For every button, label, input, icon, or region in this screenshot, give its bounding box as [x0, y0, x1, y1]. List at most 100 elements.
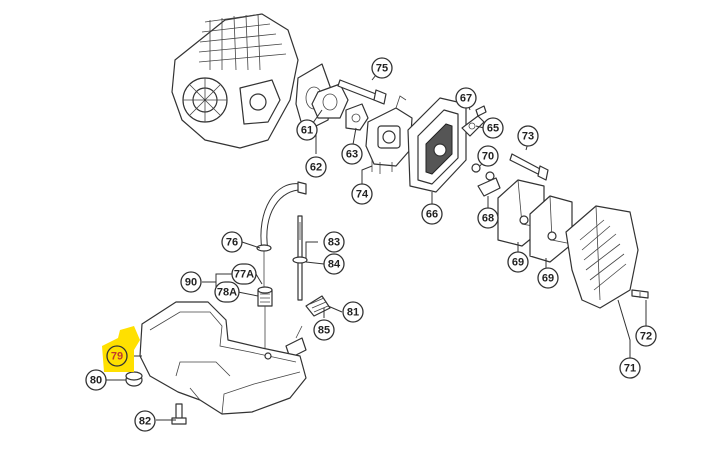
element-69b — [529, 195, 573, 263]
callout-label: 80 — [90, 375, 102, 387]
callout-label: 77A — [234, 269, 254, 281]
callout-73: 73 — [517, 125, 539, 147]
callout-label: 83 — [328, 237, 340, 249]
callout-label: 78A — [217, 287, 237, 299]
callout-circle — [134, 410, 156, 432]
callout-circle — [421, 203, 443, 225]
callout-84: 84 — [323, 253, 345, 275]
callout-label: 79 — [111, 351, 123, 363]
screw-67 — [475, 105, 487, 117]
callout-label: 68 — [482, 213, 494, 225]
callout-68: 68 — [477, 207, 499, 229]
cushion-80 — [125, 371, 143, 387]
callout-circle — [342, 301, 364, 323]
callout-circle — [296, 119, 318, 141]
callout-label: 62 — [310, 162, 322, 174]
callout-label: 85 — [318, 325, 330, 337]
callout-circle — [635, 325, 657, 347]
gasket-63 — [345, 103, 369, 131]
callout-81: 81 — [342, 301, 364, 323]
fuel-filter-78a — [257, 286, 273, 350]
callout-label: 63 — [346, 149, 358, 161]
callout-circle — [517, 125, 539, 147]
callout-label: 76 — [226, 237, 238, 249]
nut-70 — [471, 163, 495, 181]
leader-lines — [106, 69, 647, 421]
callout-85: 85 — [313, 319, 335, 341]
callout-circle — [477, 145, 499, 167]
callout-group: 61 62 63 65 66 67 68 69 69 70 71 72 73 74 75 76 77A 78A 79… — [85, 57, 657, 432]
screw-72 — [631, 289, 649, 299]
callout-label: 69 — [542, 273, 554, 285]
callout-61: 61 — [296, 119, 318, 141]
bolt-73 — [509, 153, 549, 181]
callout-69b: 69 — [537, 267, 559, 289]
callout-90: 90 — [180, 271, 202, 293]
callout-63: 63 — [341, 143, 363, 165]
callout-circle — [323, 231, 345, 253]
callout-78A: 78A — [214, 281, 240, 303]
callout-65: 65 — [482, 117, 504, 139]
callout-77A: 77A — [231, 263, 257, 285]
callout-circle — [106, 345, 128, 367]
callout-label: 84 — [328, 259, 341, 271]
callout-74: 74 — [351, 183, 373, 205]
callout-label: 70 — [482, 151, 494, 163]
callout-circle — [507, 251, 529, 273]
engine-block — [171, 13, 299, 149]
callout-71: 71 — [619, 357, 641, 379]
cap-81 — [305, 295, 331, 317]
callout-circle — [371, 57, 393, 79]
bolt-75 — [337, 79, 387, 105]
callout-label: 69 — [512, 257, 524, 269]
callout-circle — [351, 183, 373, 205]
callout-label: 71 — [624, 363, 636, 375]
callout-label: 75 — [376, 63, 388, 75]
bolt-82 — [171, 403, 187, 425]
callout-circle — [313, 319, 335, 341]
callout-circle — [323, 253, 345, 275]
callout-67: 67 — [455, 87, 477, 109]
cover-71 — [565, 205, 639, 309]
fuel-pipe — [256, 181, 307, 300]
callout-circle — [221, 231, 243, 253]
air-cleaner-case-66 — [407, 97, 467, 193]
callout-circle — [455, 87, 477, 109]
callout-69a: 69 — [507, 251, 529, 273]
callout-75: 75 — [371, 57, 393, 79]
callout-label: 61 — [301, 125, 313, 137]
callout-62: 62 — [305, 156, 327, 178]
callout-label: 67 — [460, 93, 472, 105]
callout-circle — [341, 143, 363, 165]
callout-label: 90 — [185, 277, 197, 289]
callout-80: 80 — [85, 369, 107, 391]
callout-circle — [180, 271, 202, 293]
callout-66: 66 — [421, 203, 443, 225]
callout-79: 79 — [106, 345, 128, 367]
callout-label: 81 — [347, 307, 359, 319]
callout-70: 70 — [477, 145, 499, 167]
fuel-tank-79 — [139, 301, 307, 415]
callout-82: 82 — [134, 410, 156, 432]
callout-label: 73 — [522, 131, 534, 143]
callout-circle — [619, 357, 641, 379]
callout-label: 72 — [640, 331, 652, 343]
callout-circle — [214, 281, 240, 303]
callout-label: 82 — [139, 416, 151, 428]
callout-label: 74 — [356, 189, 369, 201]
callout-circle — [305, 156, 327, 178]
callout-label: 65 — [487, 123, 499, 135]
callout-circle — [231, 263, 257, 285]
callout-76: 76 — [221, 231, 243, 253]
callout-circle — [537, 267, 559, 289]
callout-label: 66 — [426, 209, 438, 221]
bracket-68 — [477, 177, 501, 197]
callout-circle — [482, 117, 504, 139]
carburetor-74 — [365, 95, 413, 174]
callout-72: 72 — [635, 325, 657, 347]
callout-circle — [477, 207, 499, 229]
gasket-65 — [461, 115, 485, 137]
breather-pipe — [292, 215, 308, 301]
